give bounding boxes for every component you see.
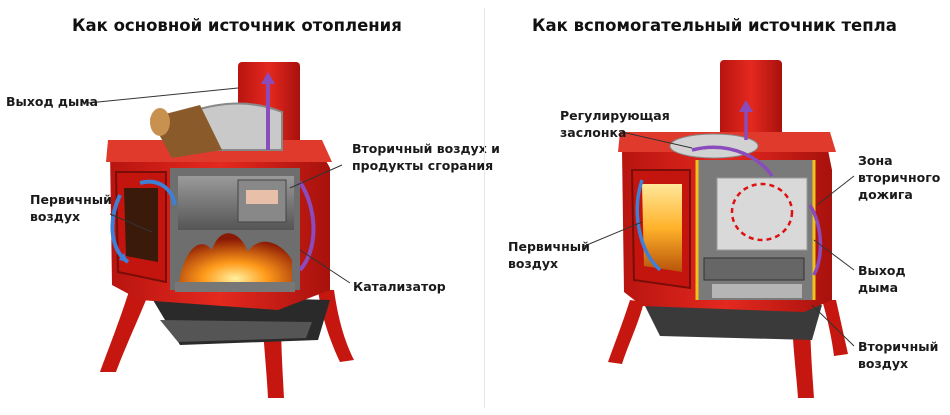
right-title: Как вспомогательный источник тепла: [532, 16, 897, 35]
label-catalyst: Катализатор: [353, 279, 446, 294]
secondary-air-flow: [808, 204, 823, 276]
label-primary-air-line2: воздух: [508, 256, 559, 271]
left-stove-illustration: [87, 62, 354, 398]
grate: [703, 257, 805, 281]
right-stove-panel: Как вспомогательный источник тепла: [492, 0, 950, 415]
label-reburn-line1: Зона: [858, 153, 893, 168]
label-primary-air-line1: Первичный: [508, 239, 590, 254]
secondary-air-flow: [298, 180, 316, 272]
primary-air-flow: [635, 179, 662, 272]
label-smoke-exit: Выход дыма: [6, 94, 98, 109]
label-primary-air-line2: воздух: [30, 209, 81, 224]
label-reburn-line3: дожига: [858, 187, 913, 202]
right-stove-illustration: [581, 60, 855, 398]
label-secondary-air-line2: продукты сгорания: [352, 158, 494, 173]
cutaway-edge: [695, 160, 816, 300]
label-secondary-air-line1: Вторичный: [858, 339, 939, 354]
label-secondary-air-line2: воздух: [858, 356, 909, 371]
fire: [178, 233, 292, 290]
label-damper-line2: заслонка: [560, 125, 627, 140]
label-smoke-exit-line2: дыма: [858, 280, 899, 295]
stove-leg: [100, 288, 148, 372]
chimney: [720, 60, 782, 140]
panel-divider: [484, 8, 485, 408]
label-primary-air-line1: Первичный: [30, 192, 112, 207]
grate: [175, 282, 295, 292]
label-secondary-air-line1: Вторичный воздух и: [352, 141, 500, 156]
stove-leg: [608, 300, 644, 364]
label-smoke-exit-line1: Выход: [858, 263, 906, 278]
label-reburn-line2: вторичного: [858, 170, 941, 185]
label-damper-line1: Регулирующая: [560, 108, 670, 123]
left-title: Как основной источник отопления: [72, 16, 402, 35]
left-stove-panel: Как основной источник отопления: [6, 16, 500, 398]
